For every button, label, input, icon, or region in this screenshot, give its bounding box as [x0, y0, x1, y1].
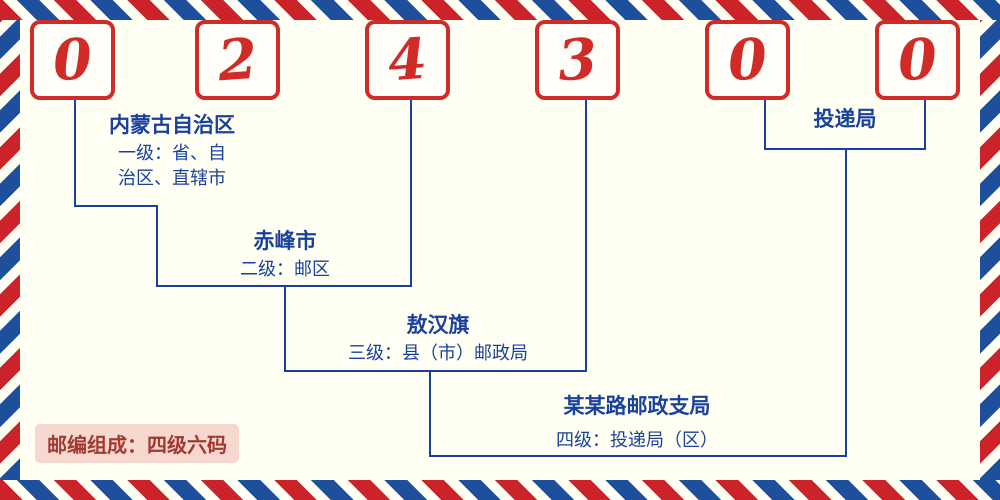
level-4-region: 某某路邮政支局	[563, 394, 711, 418]
postcode-composition-badge: 邮编组成：四级六码	[35, 424, 239, 463]
connector-line	[74, 100, 76, 207]
delivery-office-label: 投递局	[785, 106, 905, 132]
connector-line	[284, 370, 587, 372]
level-4-desc: 四级：投递局（区）	[556, 430, 718, 452]
connector-line	[585, 100, 587, 372]
airmail-border-bottom	[0, 480, 1000, 500]
digit-box-1: 0	[30, 20, 115, 100]
connector-line	[845, 148, 847, 457]
digit-box-6: 0	[875, 20, 960, 100]
level-2-desc: 二级：邮区	[240, 259, 330, 281]
airmail-border-top	[0, 0, 1000, 20]
level-1-label: 内蒙古自治区 一级：省、自治区、直辖市	[92, 112, 252, 191]
digit-3: 4	[385, 25, 430, 95]
level-1-region: 内蒙古自治区	[109, 113, 235, 137]
digit-box-4: 3	[535, 20, 620, 100]
level-3-region: 敖汉旗	[406, 313, 470, 337]
level-1-desc: 一级：省、自治区、直辖市	[118, 143, 226, 189]
digit-5: 0	[725, 25, 770, 95]
connector-line	[74, 205, 158, 207]
level-4-label: 某某路邮政支局 四级：投递局（区）	[507, 393, 767, 454]
level-3-label: 敖汉旗 三级：县（市）邮政局	[328, 312, 548, 367]
delivery-office-title: 投递局	[813, 107, 877, 131]
connector-line	[429, 370, 431, 457]
connector-line	[764, 100, 766, 150]
digit-6: 0	[895, 25, 940, 95]
airmail-border-left	[0, 0, 20, 500]
connector-line	[156, 205, 158, 287]
digit-4: 3	[555, 25, 600, 95]
connector-line	[924, 100, 926, 150]
digit-1: 0	[50, 25, 95, 95]
connector-line	[284, 285, 286, 372]
connector-line	[410, 100, 412, 287]
level-2-label: 赤峰市 二级：邮区	[205, 228, 365, 283]
airmail-border-right	[980, 0, 1000, 500]
digit-box-3: 4	[365, 20, 450, 100]
digit-box-5: 0	[705, 20, 790, 100]
level-3-desc: 三级：县（市）邮政局	[348, 343, 528, 365]
connector-line	[429, 455, 847, 457]
level-2-region: 赤峰市	[253, 229, 317, 253]
connector-line	[764, 148, 926, 150]
digit-box-2: 2	[195, 20, 280, 100]
digit-2: 2	[215, 25, 260, 95]
